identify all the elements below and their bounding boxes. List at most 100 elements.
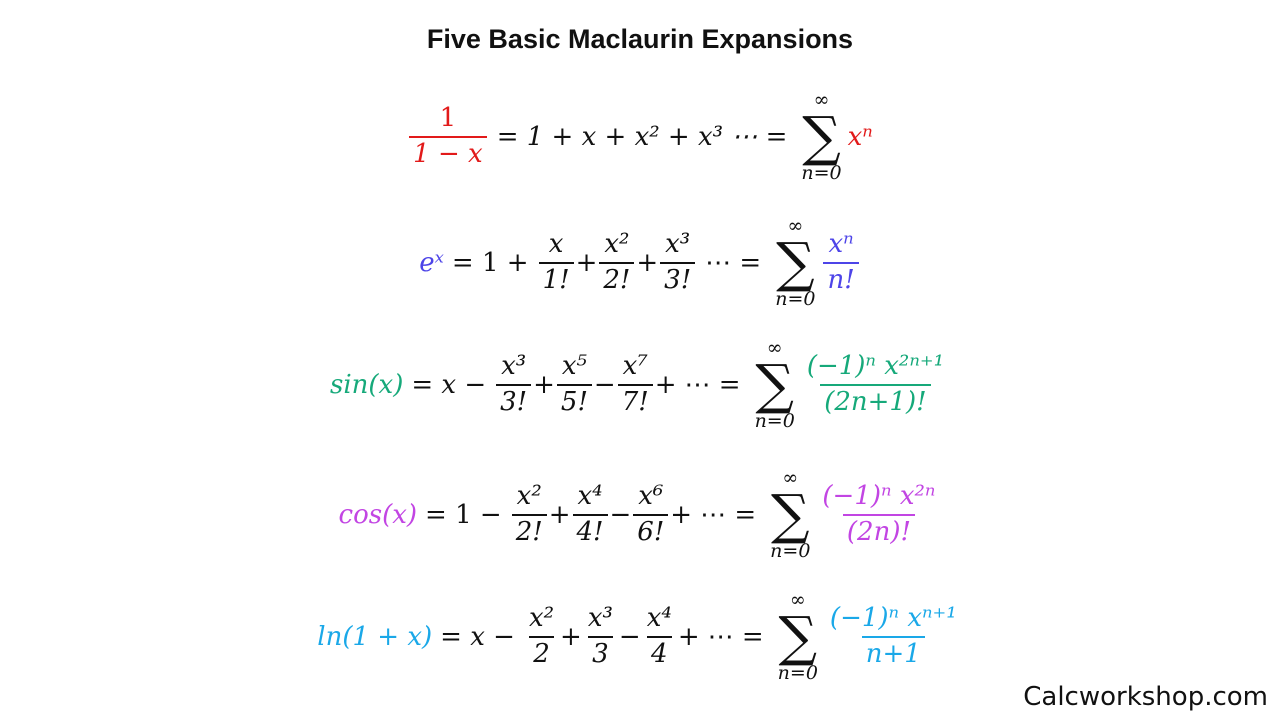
sine-series-equation: sin(x) = x − x³ 3! + x⁵ 5! − x⁷ 7! + ⋯ =…	[0, 330, 1280, 440]
summand-denominator: n+1	[861, 636, 925, 670]
term-operator: −	[618, 622, 641, 652]
term-operator: +	[636, 248, 659, 278]
exponential-summation-sign: ∞ ∑ n=0	[775, 217, 815, 309]
term-denominator: 4!	[572, 514, 608, 548]
cosine-series-equation: cos(x) = 1 − x² 2! + x⁴ 4! − x⁶ 6! + ⋯ =…	[0, 460, 1280, 570]
term-operator: +	[560, 622, 582, 652]
summation-symbol: ∑	[771, 483, 810, 546]
sine-summand: (−1)ⁿ x²ⁿ⁺¹ (2n+1)!	[803, 351, 948, 418]
log-lhs: ln(1 + x)	[317, 622, 433, 652]
log-summand: (−1)ⁿ xⁿ⁺¹ n+1	[826, 603, 961, 670]
geometric-expansion: = 1 + x + x² + x³ ⋯ =	[496, 122, 788, 152]
term-denominator: 6!	[633, 514, 669, 548]
geometric-summation-sign: ∞ ∑ n=0	[801, 91, 841, 183]
term-numerator: x⁵	[561, 351, 587, 382]
geometric-lhs-denominator: 1 − x	[409, 136, 487, 170]
summation-symbol: ∑	[778, 605, 818, 668]
summand-denominator: (2n+1)!	[820, 384, 931, 418]
exponential-term-3: x³ 3!	[660, 229, 696, 296]
cosine-expansion-start: = 1 −	[425, 500, 502, 530]
summation-lower-limit: n=0	[777, 662, 818, 684]
term-numerator: x⁴	[646, 603, 672, 634]
cosine-term-1: x² 2!	[511, 481, 547, 548]
cosine-summand: (−1)ⁿ x²ⁿ (2n)!	[818, 481, 939, 548]
term-operator: +	[575, 248, 598, 278]
geometric-lhs-fraction: 1 1 − x	[409, 103, 487, 170]
term-operator: +	[654, 370, 677, 400]
summation-upper-limit: ∞	[789, 589, 806, 611]
sine-lhs: sin(x)	[329, 370, 404, 400]
term-denominator: 5!	[556, 384, 592, 418]
term-numerator: x²	[528, 603, 555, 634]
exponential-summand: xⁿ n!	[823, 229, 859, 296]
term-numerator: x³	[587, 603, 613, 634]
log-expansion-end: ⋯ =	[707, 622, 764, 652]
log-term-3: x⁴ 4	[643, 603, 676, 670]
sine-term-1: x³ 3!	[496, 351, 532, 418]
term-denominator: 2!	[511, 514, 547, 548]
sine-expansion-start: = x −	[411, 370, 487, 400]
term-denominator: 1!	[538, 262, 574, 296]
geometric-summand: xⁿ	[847, 122, 873, 152]
term-denominator: 2!	[599, 262, 635, 296]
summation-symbol: ∑	[802, 105, 841, 168]
sine-term-2: x⁵ 5!	[556, 351, 592, 418]
cosine-lhs: cos(x)	[338, 500, 418, 530]
term-numerator: x³	[665, 229, 691, 260]
log-term-2: x³ 3	[584, 603, 617, 670]
summation-upper-limit: ∞	[813, 89, 830, 111]
geometric-lhs-numerator: 1	[439, 103, 457, 134]
term-numerator: x⁴	[577, 481, 603, 512]
term-operator: +	[533, 370, 555, 400]
log-series-equation: ln(1 + x) = x − x² 2 + x³ 3 − x⁴ 4 + ⋯ =…	[0, 582, 1280, 692]
term-denominator: 3	[588, 636, 613, 670]
log-term-1: x² 2	[525, 603, 558, 670]
exponential-term-2: x² 2!	[599, 229, 635, 296]
term-numerator: x	[548, 229, 564, 260]
term-operator: −	[609, 500, 632, 530]
term-denominator: 3!	[660, 262, 696, 296]
site-watermark: Calcworkshop.com	[1023, 682, 1268, 712]
term-denominator: 2	[529, 636, 554, 670]
sine-term-3: x⁷ 7!	[617, 351, 653, 418]
term-operator: +	[548, 500, 571, 530]
summand-denominator: n!	[823, 262, 859, 296]
sine-summation-sign: ∞ ∑ n=0	[755, 339, 795, 431]
term-operator: +	[677, 622, 700, 652]
cosine-expansion-end: ⋯ =	[700, 500, 757, 530]
summation-upper-limit: ∞	[787, 215, 804, 237]
term-operator: +	[670, 500, 693, 530]
exponential-series-equation: eˣ = 1 + x 1! + x² 2! + x³ 3! ⋯ = ∞ ∑ n=…	[0, 208, 1280, 318]
log-summation-sign: ∞ ∑ n=0	[778, 591, 818, 683]
summation-lower-limit: n=0	[775, 288, 816, 310]
summation-upper-limit: ∞	[766, 337, 783, 359]
exponential-expansion-start: = 1 +	[451, 248, 529, 278]
term-numerator: x²	[516, 481, 542, 512]
exponential-term-1: x 1!	[538, 229, 574, 296]
cosine-term-2: x⁴ 4!	[572, 481, 608, 548]
geometric-series-equation: 1 1 − x = 1 + x + x² + x³ ⋯ = ∞ ∑ n=0 xⁿ	[0, 82, 1280, 192]
summand-numerator: (−1)ⁿ x²ⁿ	[822, 481, 936, 512]
summation-upper-limit: ∞	[782, 467, 799, 489]
summand-numerator: (−1)ⁿ x²ⁿ⁺¹	[806, 351, 944, 382]
summation-symbol: ∑	[755, 353, 794, 416]
log-expansion-start: = x −	[440, 622, 515, 652]
term-denominator: 3!	[496, 384, 532, 418]
summand-numerator: (−1)ⁿ xⁿ⁺¹	[829, 603, 957, 634]
summation-lower-limit: n=0	[770, 540, 811, 562]
summand-denominator: (2n)!	[842, 514, 915, 548]
cosine-term-3: x⁶ 6!	[633, 481, 669, 548]
term-numerator: x⁶	[638, 481, 664, 512]
summation-lower-limit: n=0	[754, 410, 795, 432]
page-title: Five Basic Maclaurin Expansions	[426, 24, 854, 54]
term-numerator: x⁷	[622, 351, 648, 382]
term-numerator: x³	[501, 351, 527, 382]
cosine-summation-sign: ∞ ∑ n=0	[770, 469, 810, 561]
term-denominator: 4	[646, 636, 672, 670]
term-denominator: 7!	[617, 384, 653, 418]
summand-numerator: xⁿ	[828, 229, 854, 260]
exponential-lhs: eˣ	[419, 248, 444, 278]
term-operator: −	[593, 370, 616, 400]
sine-expansion-end: ⋯ =	[684, 370, 741, 400]
summation-lower-limit: n=0	[801, 162, 842, 184]
